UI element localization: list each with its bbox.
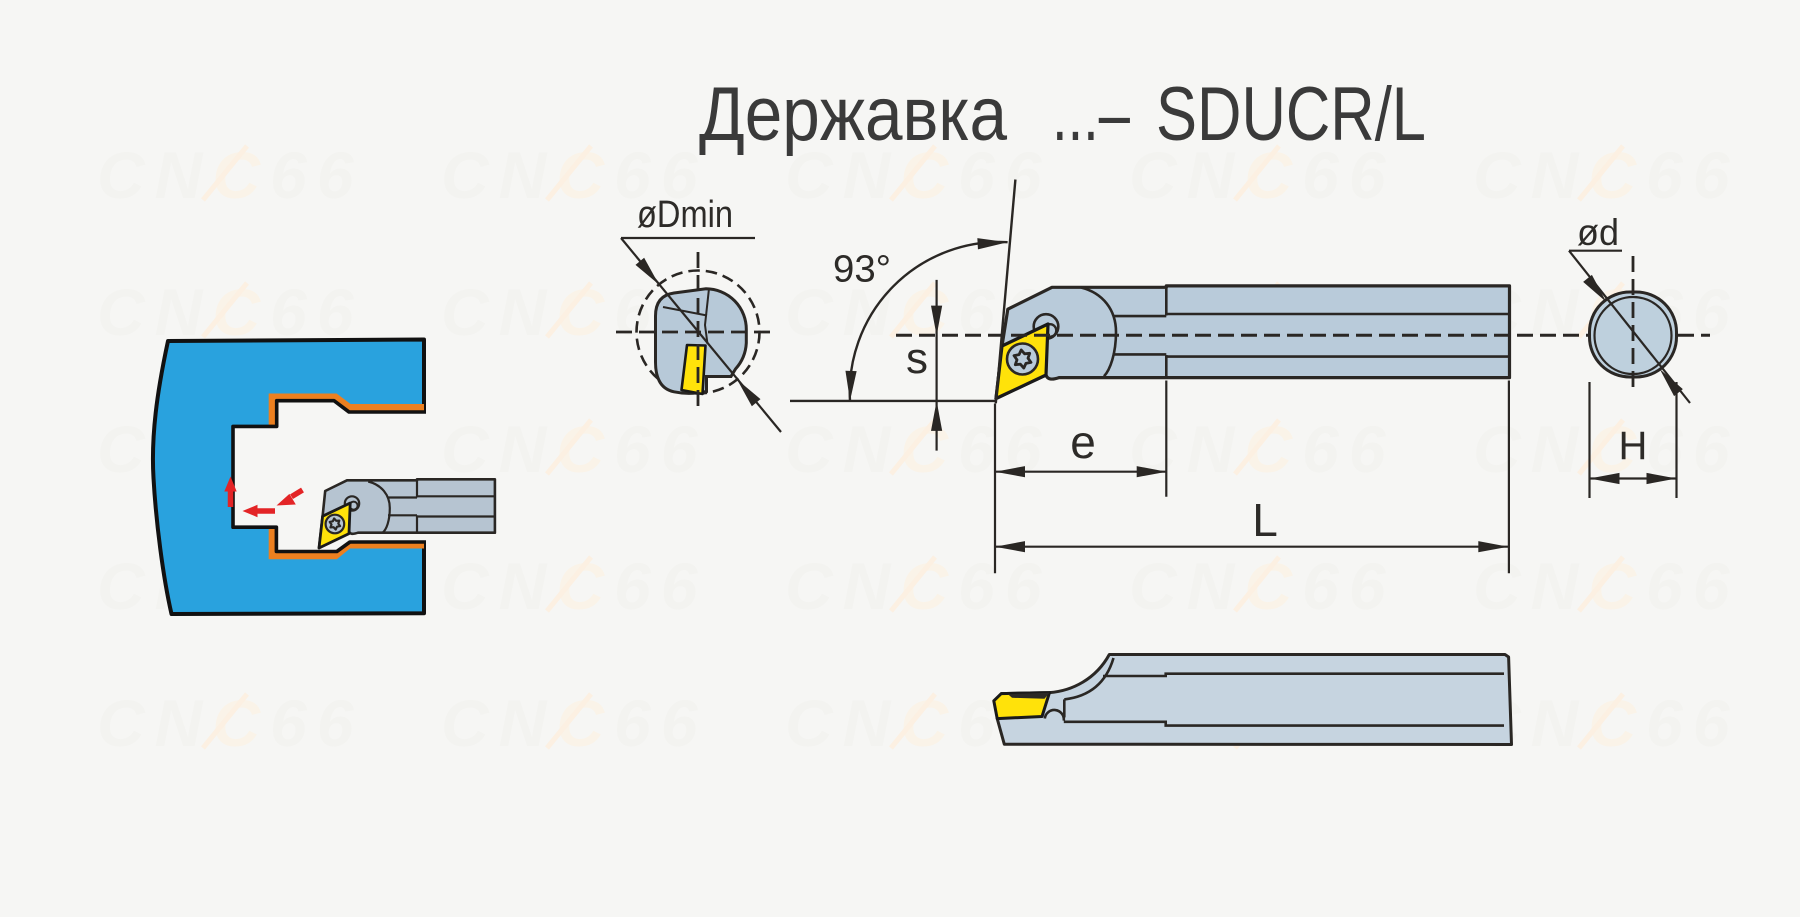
- svg-text:...–: ...–: [1052, 72, 1131, 157]
- svg-text:L: L: [1252, 494, 1278, 546]
- svg-text:s: s: [906, 334, 928, 383]
- svg-text:øDmin: øDmin: [637, 194, 733, 236]
- svg-text:H: H: [1619, 424, 1648, 468]
- svg-text:SDUCR/L: SDUCR/L: [1156, 72, 1426, 157]
- svg-text:ød: ød: [1577, 212, 1619, 253]
- svg-text:93°: 93°: [833, 249, 891, 291]
- svg-text:e: e: [1070, 416, 1096, 468]
- svg-text:Державка: Державка: [699, 72, 1008, 157]
